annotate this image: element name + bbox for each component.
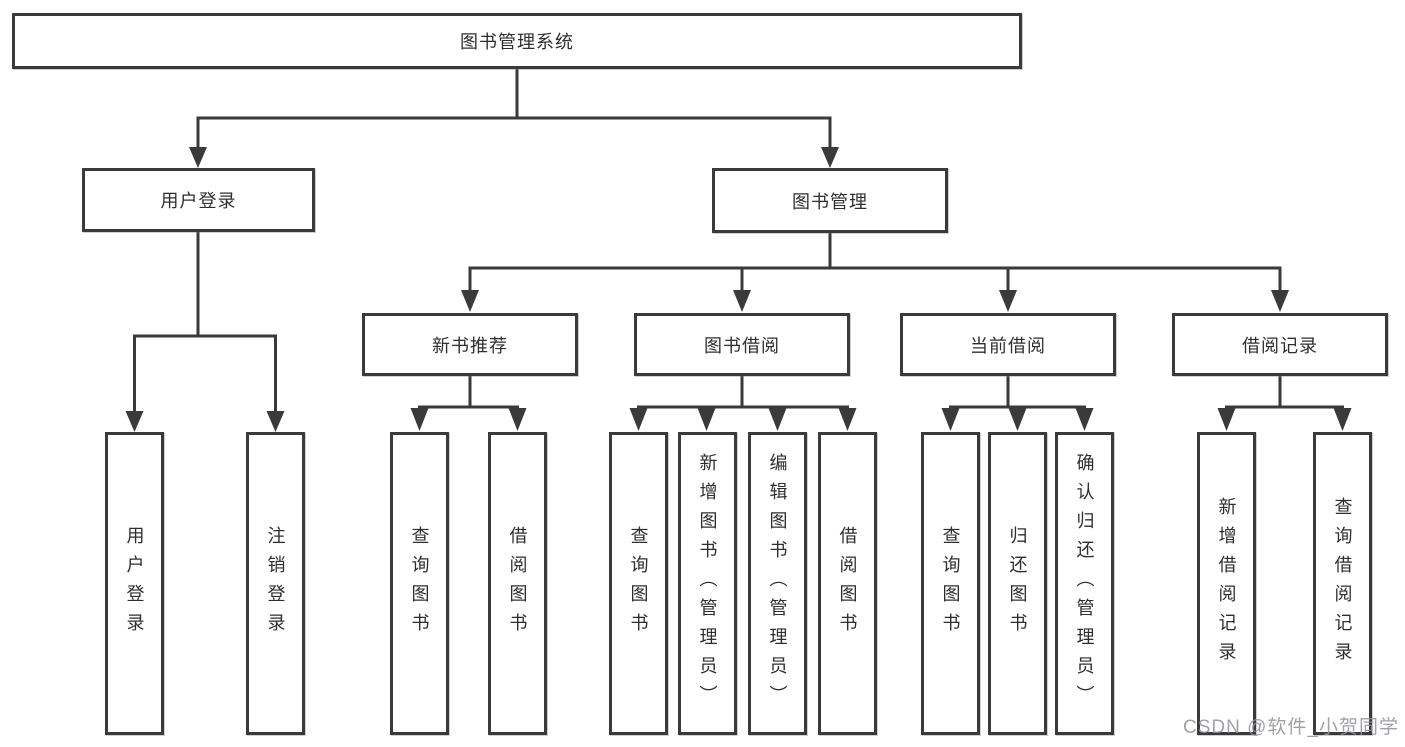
leaf-return-books: 归还图书 [988, 432, 1047, 735]
leaf-user-login-label: 用户登录 [124, 525, 145, 642]
leaf-logout-label: 注销登录 [265, 525, 286, 642]
node-current-borrow: 当前借阅 [900, 313, 1116, 376]
node-borrow-records: 借阅记录 [1172, 313, 1388, 376]
node-book-borrow-label: 图书借阅 [704, 335, 780, 356]
leaf-query-books-recommend: 查询图书 [390, 432, 449, 735]
node-book-borrow: 图书借阅 [634, 313, 850, 376]
leaf-confirm-return-admin: 确认归还（管理员） [1055, 432, 1114, 735]
node-current-borrow-label: 当前借阅 [970, 335, 1046, 356]
node-borrow-records-label: 借阅记录 [1242, 335, 1318, 356]
leaf-add-book-admin-label: 新增图书（管理员） [697, 453, 718, 714]
leaf-borrow-books-recommend-label: 借阅图书 [507, 525, 528, 642]
leaf-user-login: 用户登录 [105, 432, 164, 735]
node-root-label: 图书管理系统 [460, 32, 574, 52]
leaf-confirm-return-admin-label: 确认归还（管理员） [1074, 453, 1095, 714]
node-book-management-label: 图书管理 [792, 191, 868, 212]
leaf-edit-book-admin-label: 编辑图书（管理员） [767, 453, 788, 714]
leaf-query-books-current-label: 查询图书 [940, 525, 961, 642]
leaf-add-borrow-record-label: 新增借阅记录 [1216, 496, 1237, 671]
leaf-add-borrow-record: 新增借阅记录 [1197, 432, 1256, 735]
node-book-management: 图书管理 [712, 168, 948, 233]
leaf-query-books-borrow-label: 查询图书 [628, 525, 649, 642]
watermark: CSDN @软件_小贺同学 [1183, 717, 1399, 738]
node-user-login-label: 用户登录 [160, 191, 237, 211]
leaf-add-book-admin: 新增图书（管理员） [678, 432, 737, 735]
node-new-book-recommend: 新书推荐 [362, 313, 578, 376]
leaf-query-books-borrow: 查询图书 [609, 432, 668, 735]
node-root: 图书管理系统 [12, 13, 1022, 69]
leaf-edit-book-admin: 编辑图书（管理员） [748, 432, 807, 735]
leaf-query-borrow-record: 查询借阅记录 [1313, 432, 1372, 735]
leaf-return-books-label: 归还图书 [1007, 525, 1028, 642]
leaf-logout: 注销登录 [246, 432, 305, 735]
node-new-book-recommend-label: 新书推荐 [432, 335, 508, 356]
leaf-query-books-recommend-label: 查询图书 [409, 525, 430, 642]
leaf-query-books-current: 查询图书 [921, 432, 980, 735]
leaf-borrow-books: 借阅图书 [818, 432, 877, 735]
leaf-borrow-books-recommend: 借阅图书 [488, 432, 547, 735]
node-user-login: 用户登录 [82, 168, 315, 232]
leaf-borrow-books-label: 借阅图书 [837, 525, 858, 642]
arrowheads [125, 147, 1352, 432]
leaf-query-borrow-record-label: 查询借阅记录 [1332, 496, 1353, 671]
